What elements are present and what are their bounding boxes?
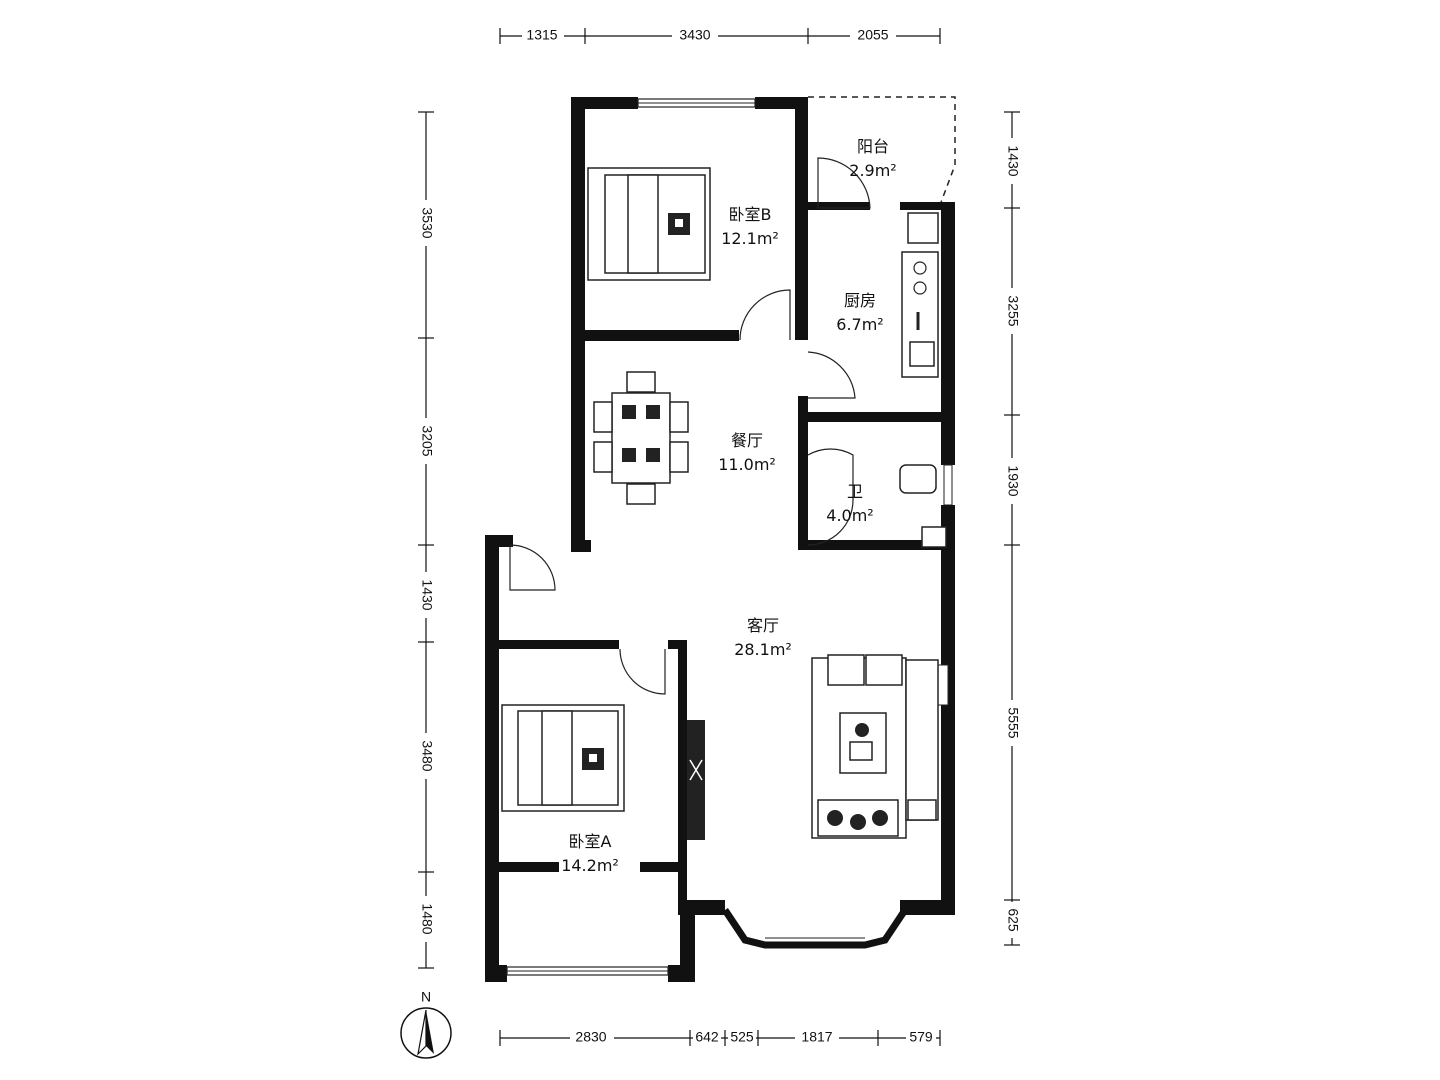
right-dimension-line: 1430 3255 1930 5555 625 bbox=[1002, 111, 1022, 946]
bedroom-a-name: 卧室A bbox=[569, 832, 612, 851]
doors bbox=[509, 157, 871, 695]
dim-bottom-1: 2830 bbox=[575, 1029, 606, 1045]
bathroom-area: 4.0m² bbox=[826, 506, 873, 525]
top-dimension-line: 1315 3430 2055 bbox=[499, 26, 941, 46]
room-labels: 卧室B 12.1m² 阳台 2.9m² 厨房 6.7m² 餐厅 11.0m² 卫… bbox=[561, 137, 897, 875]
walls bbox=[485, 96, 956, 982]
toilet-icon bbox=[899, 464, 947, 548]
bedroom-a-area: 14.2m² bbox=[561, 856, 619, 875]
bed-icon bbox=[587, 167, 711, 281]
dim-right-5: 625 bbox=[1005, 908, 1021, 932]
dim-left-1: 3530 bbox=[419, 207, 435, 238]
dim-left-5: 1480 bbox=[419, 903, 435, 934]
tv-cabinet-icon bbox=[687, 720, 705, 840]
dim-right-4: 5555 bbox=[1005, 707, 1021, 738]
compass-label: N bbox=[421, 989, 431, 1005]
dim-left-3: 1430 bbox=[419, 579, 435, 610]
north-arrow-icon: N bbox=[400, 989, 452, 1059]
kitchen-name: 厨房 bbox=[844, 291, 876, 310]
dining-area: 11.0m² bbox=[718, 455, 776, 474]
bottom-dimension-line: 2830 642 525 1817 579 bbox=[499, 1028, 941, 1048]
dim-right-2: 3255 bbox=[1005, 295, 1021, 326]
kitchen-counter-icon bbox=[901, 212, 939, 378]
dim-right-3: 1930 bbox=[1005, 465, 1021, 496]
sofa-set-icon bbox=[811, 654, 939, 839]
dim-left-2: 3205 bbox=[419, 425, 435, 456]
dim-right-1: 1430 bbox=[1005, 145, 1021, 176]
dim-bottom-4: 1817 bbox=[801, 1029, 832, 1045]
dining-name: 餐厅 bbox=[731, 431, 763, 450]
bathroom-name: 卫 bbox=[847, 482, 863, 501]
dim-top-1: 1315 bbox=[526, 27, 557, 43]
dim-left-4: 3480 bbox=[419, 740, 435, 771]
living-area: 28.1m² bbox=[734, 640, 792, 659]
dim-bottom-2: 642 bbox=[695, 1029, 719, 1045]
dim-top-2: 3430 bbox=[679, 27, 710, 43]
balcony-area: 2.9m² bbox=[849, 161, 896, 180]
balcony-name: 阳台 bbox=[857, 137, 889, 156]
dim-bottom-3: 525 bbox=[730, 1029, 754, 1045]
living-name: 客厅 bbox=[747, 616, 779, 635]
dining-table-icon bbox=[593, 371, 689, 505]
dim-top-3: 2055 bbox=[857, 27, 888, 43]
bed-icon bbox=[501, 704, 625, 812]
bedroom-b-area: 12.1m² bbox=[721, 229, 779, 248]
kitchen-area: 6.7m² bbox=[836, 315, 883, 334]
left-dimension-line: 3530 3205 1430 3480 1480 bbox=[416, 111, 436, 969]
dim-bottom-5: 579 bbox=[909, 1029, 933, 1045]
bedroom-b-name: 卧室B bbox=[729, 205, 772, 224]
